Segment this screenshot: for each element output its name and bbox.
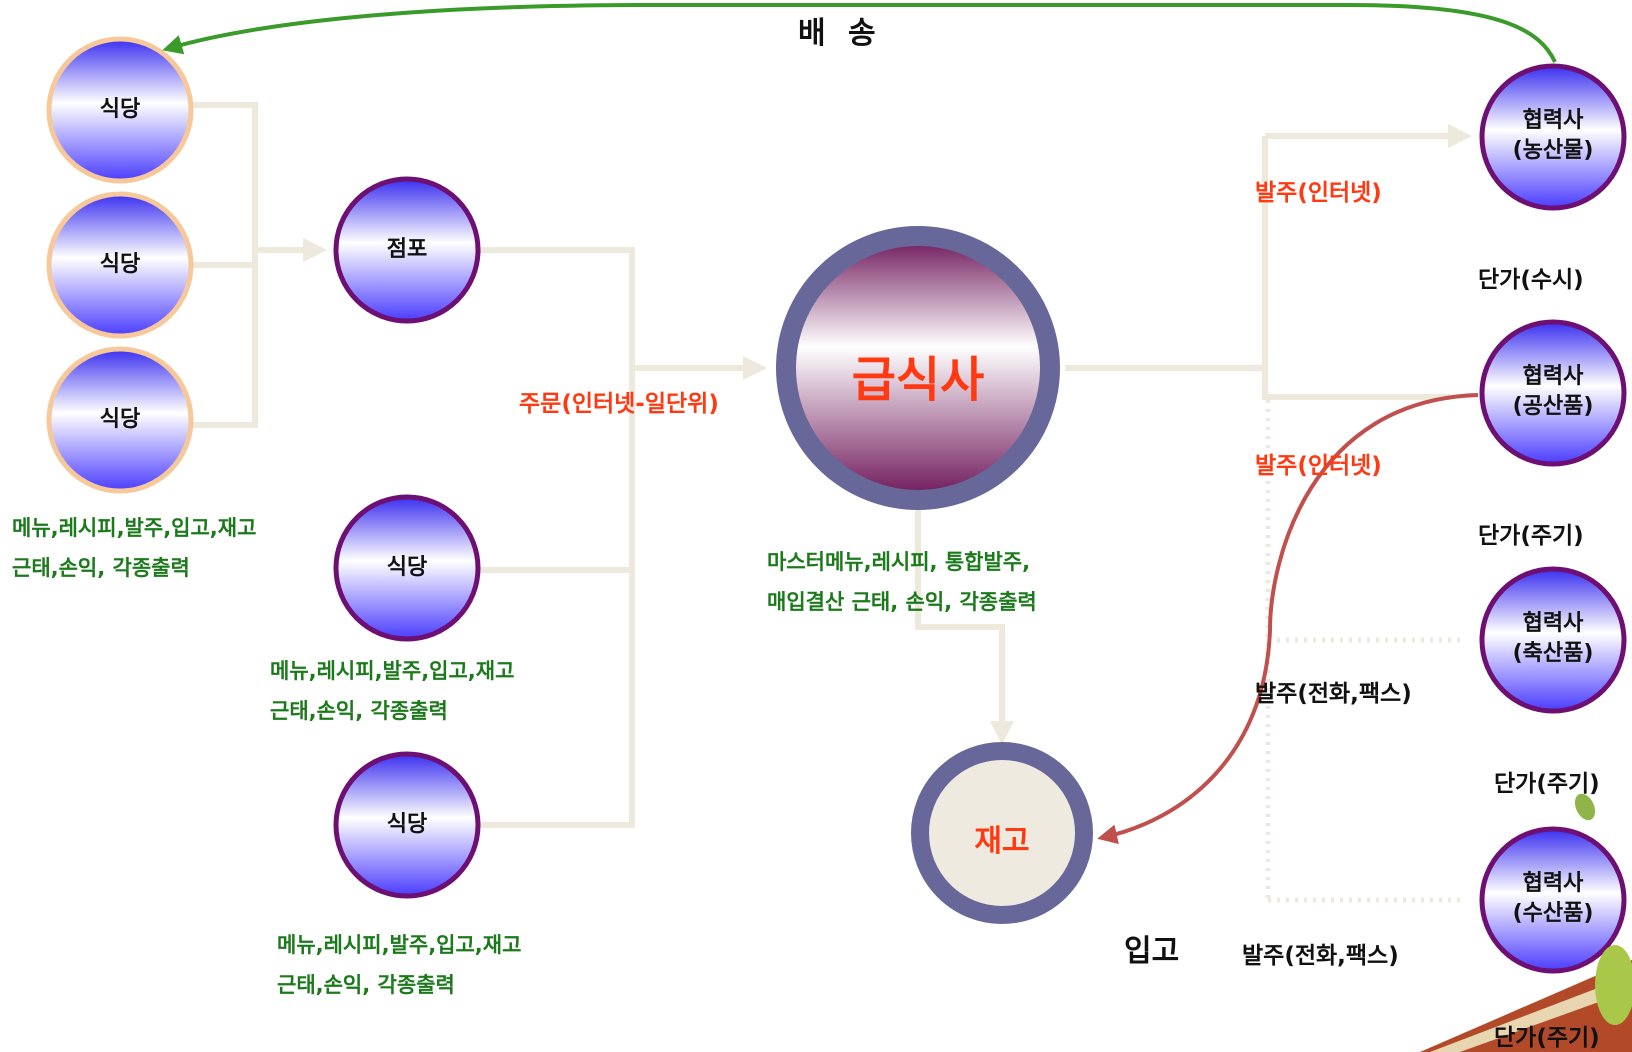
restaurant-node (46, 346, 194, 494)
store-label: 점포 (386, 237, 428, 262)
price-label: 단가(수시) (1478, 267, 1584, 293)
partner-node (1479, 319, 1627, 467)
price-label: 단가(주기) (1494, 771, 1600, 797)
partner-label: 협력사(수산품) (1512, 871, 1594, 926)
order-label: 주문(인터넷-일단위) (519, 391, 719, 417)
decorative-corner (1420, 793, 1632, 1052)
store-node (333, 176, 481, 324)
partner-label: 협력사(공산품) (1512, 364, 1594, 419)
restaurant-node (333, 751, 481, 899)
partner-node (1479, 63, 1627, 211)
hq-node (776, 226, 1060, 510)
inventory-node (911, 742, 1093, 924)
partner-node (1479, 566, 1627, 714)
delivery-arrow (162, 2, 1557, 63)
order-label: 발주(전화,팩스) (1255, 681, 1412, 707)
restaurant-label: 식당 (386, 812, 428, 837)
restaurant-label: 식당 (386, 555, 428, 580)
inventory-label: 재고 (974, 824, 1030, 859)
hq-label: 급식사 (851, 352, 985, 408)
restaurant-node (46, 36, 194, 184)
partner-label: 협력사(농산물) (1512, 108, 1594, 163)
functions-text: 메뉴,레시피,발주,입고,재고 근태,손익, 각종출력 (277, 933, 522, 997)
receiving-label: 입고 (1124, 934, 1180, 969)
functions-text: 마스터메뉴,레시피, 통합발주, 매입결산 근태, 손익, 각종출력 (767, 550, 1037, 614)
delivery-label: 배 송 (798, 16, 882, 51)
dotted-connectors (1265, 400, 1465, 903)
functions-text: 메뉴,레시피,발주,입고,재고 근태,손익, 각종출력 (12, 516, 257, 580)
functions-text: 메뉴,레시피,발주,입고,재고 근태,손익, 각종출력 (270, 659, 515, 723)
partner-label: 협력사(축산품) (1512, 611, 1594, 666)
connector-lines (185, 102, 1472, 828)
restaurant-label: 식당 (99, 252, 141, 277)
restaurant-node (46, 191, 194, 339)
order-label: 발주(전화,팩스) (1242, 943, 1399, 969)
partner-node (1479, 826, 1627, 974)
receiving-arrow (1097, 393, 1479, 845)
order-label: 발주(인터넷) (1255, 180, 1382, 206)
restaurant-label: 식당 (99, 407, 141, 432)
price-label: 단가(주기) (1494, 1025, 1600, 1051)
order-label: 발주(인터넷) (1255, 453, 1382, 479)
restaurant-label: 식당 (99, 97, 141, 122)
price-label: 단가(주기) (1478, 523, 1584, 549)
restaurant-node (333, 494, 481, 642)
